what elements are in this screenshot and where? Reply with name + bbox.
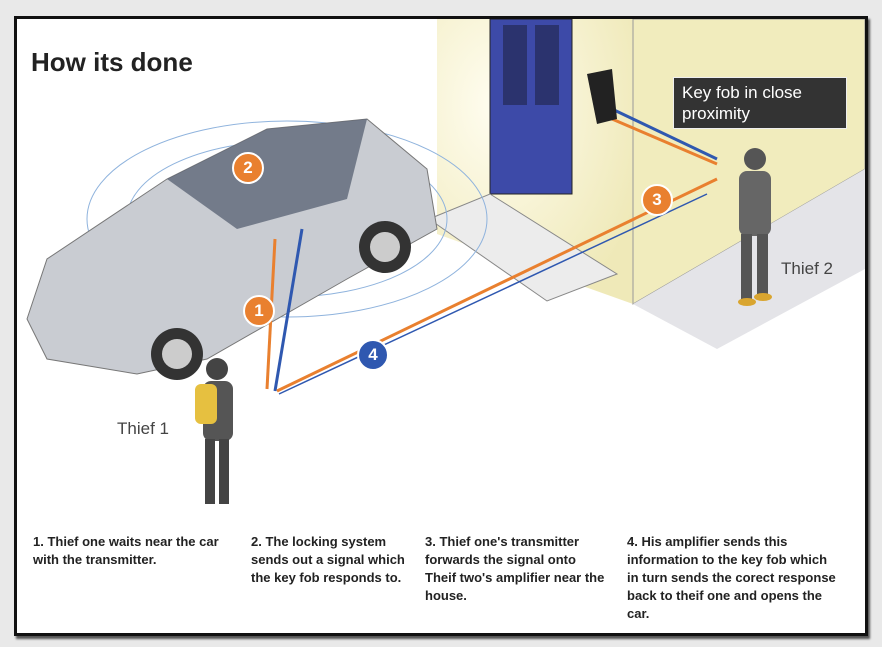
thief-2-label: Thief 2 xyxy=(781,259,833,278)
thief-1-label: Thief 1 xyxy=(117,419,169,438)
step-badge-2: 2 xyxy=(232,152,264,184)
caption-step-3: 3. Thief one's transmitter forwards the … xyxy=(425,534,605,603)
thief-2-figure xyxy=(738,148,772,306)
step-badge-1: 1 xyxy=(243,295,275,327)
page-title: How its done xyxy=(31,47,193,77)
door xyxy=(489,19,573,195)
key-fob-callout: Key fob in close proximity xyxy=(673,77,847,129)
key-fob-holder xyxy=(587,69,617,124)
caption-step-1: 1. Thief one waits near the car with the… xyxy=(33,534,219,567)
step-badge-3: 3 xyxy=(641,184,673,216)
doorstep xyxy=(427,193,619,302)
thief-1-figure xyxy=(195,358,233,504)
caption-step-4: 4. His amplifier sends this information … xyxy=(627,534,836,621)
step-badge-4: 4 xyxy=(357,339,389,371)
caption-step-2: 2. The locking system sends out a signal… xyxy=(251,534,405,585)
infographic-frame: How its done Key fob in close proximity … xyxy=(14,16,868,636)
